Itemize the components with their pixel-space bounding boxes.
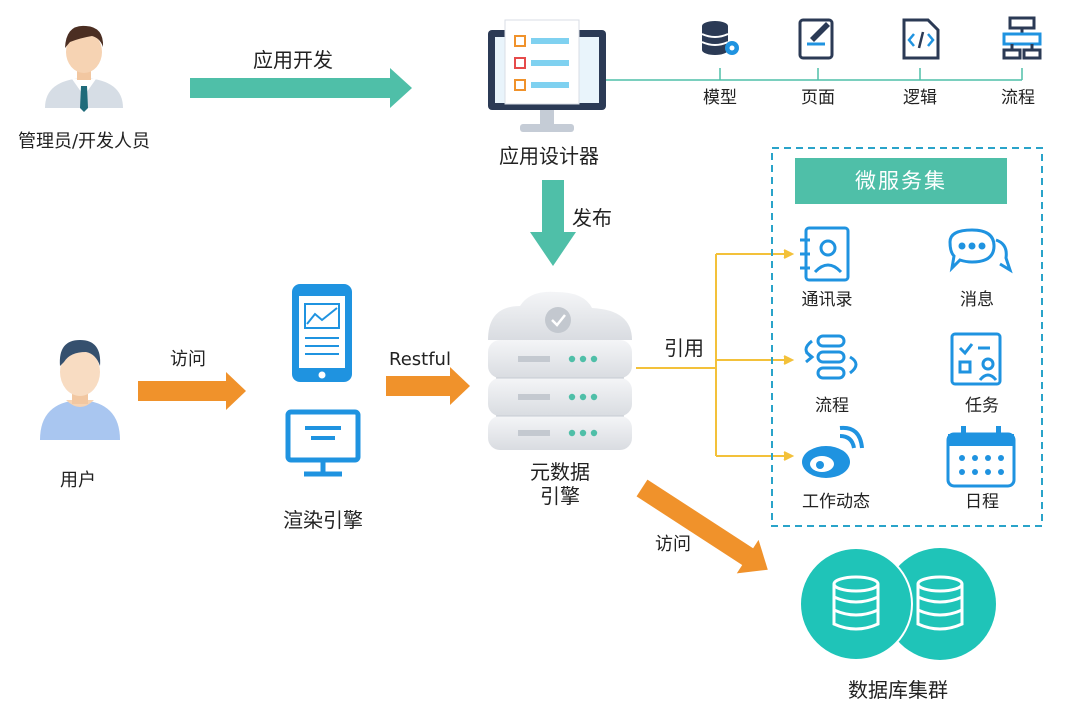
desktop-icon bbox=[285, 409, 361, 477]
service-work-activity-label: 工作动态 bbox=[802, 492, 870, 512]
page-icon bbox=[798, 18, 834, 60]
restful-arrow bbox=[386, 367, 470, 405]
publish-label: 发布 bbox=[572, 206, 612, 230]
task-icon bbox=[950, 332, 1002, 386]
message-icon bbox=[948, 228, 1013, 274]
metadata-engine-label-1: 元数据 bbox=[530, 460, 590, 484]
service-contacts-label: 通讯录 bbox=[801, 290, 853, 310]
app-designer-label: 应用设计器 bbox=[499, 144, 599, 168]
metadata-engine-icon bbox=[488, 291, 632, 450]
calendar-icon bbox=[946, 426, 1016, 488]
publish-arrow bbox=[530, 180, 576, 266]
admin-label: 管理员/开发人员 bbox=[17, 131, 151, 152]
app-dev-label: 应用开发 bbox=[253, 48, 333, 72]
microservices-title: 微服务集 bbox=[795, 158, 1007, 204]
visit-user-label: 访问 bbox=[170, 349, 206, 370]
model-icon bbox=[701, 21, 739, 55]
database-cluster-icon bbox=[799, 547, 996, 661]
work-activity-icon bbox=[802, 425, 864, 478]
user-label: 用户 bbox=[60, 470, 96, 491]
service-task-label: 任务 bbox=[965, 396, 999, 416]
microservices-container bbox=[771, 147, 1043, 527]
feature-page-label: 页面 bbox=[801, 88, 835, 108]
service-message-label: 消息 bbox=[960, 290, 994, 310]
contacts-icon bbox=[800, 226, 850, 282]
feature-logic-label: 逻辑 bbox=[903, 88, 937, 108]
flow-icon bbox=[1002, 16, 1042, 60]
app-dev-arrow bbox=[190, 68, 412, 108]
reference-label: 引用 bbox=[664, 336, 704, 360]
service-process-label: 流程 bbox=[815, 396, 849, 416]
app-designer-icon bbox=[488, 19, 606, 132]
process-icon bbox=[804, 334, 858, 380]
logic-icon bbox=[902, 18, 940, 60]
database-cluster-label: 数据库集群 bbox=[848, 678, 948, 702]
visit-arrow-db bbox=[636, 479, 768, 574]
service-calendar-label: 日程 bbox=[965, 492, 999, 512]
visit-arrow-user bbox=[138, 372, 246, 410]
metadata-engine-label-2: 引擎 bbox=[540, 484, 580, 508]
feature-bus bbox=[606, 68, 1023, 81]
feature-flow-label: 流程 bbox=[1001, 88, 1035, 108]
visit-db-label: 访问 bbox=[655, 534, 691, 555]
restful-label: Restful bbox=[389, 349, 451, 370]
reference-connector bbox=[636, 249, 795, 461]
render-engine-label: 渲染引擎 bbox=[283, 508, 363, 532]
user-avatar bbox=[40, 340, 120, 440]
feature-model-label: 模型 bbox=[703, 88, 737, 108]
mobile-icon bbox=[292, 284, 352, 382]
admin-avatar bbox=[45, 25, 123, 112]
